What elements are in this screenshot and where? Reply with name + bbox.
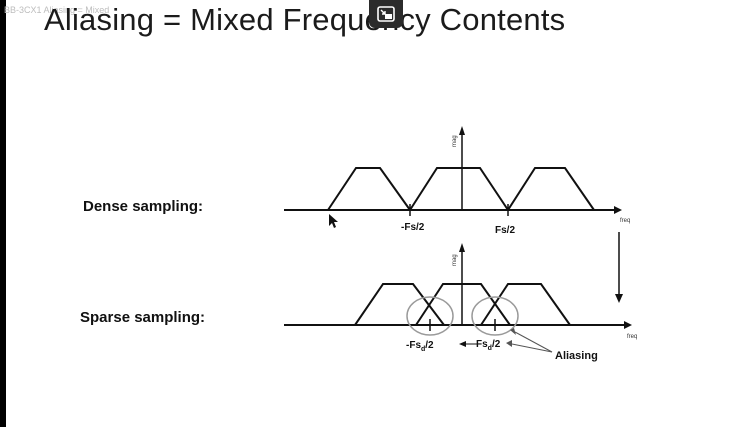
aliasing-region-right: [471, 296, 519, 336]
sparse-tick-label-neg-main: -Fs: [406, 340, 421, 351]
sparse-y-axis-label: mag: [452, 254, 458, 266]
dense-spectrum-left: [327, 167, 411, 211]
sparse-tick-label-neg-tail: /2: [425, 340, 434, 351]
dense-y-arrowhead: [459, 126, 465, 135]
sparse-spectrum-center: [415, 283, 511, 326]
sparse-tick-label-neg: -Fsd/2: [406, 340, 434, 353]
sparse-y-arrowhead: [459, 243, 465, 252]
mouse-cursor-icon: [329, 214, 338, 228]
picture-in-picture-exit-icon: [377, 6, 395, 22]
aliasing-arrow-2: [511, 343, 553, 353]
fsd-pointer-arrowhead: [459, 341, 466, 347]
overlay-caption: BB-3CX1 Aliasing = Mixed: [4, 5, 110, 15]
dense-y-axis-label: mag: [452, 135, 458, 147]
dense-spectrum-center: [409, 167, 509, 211]
dense-tick-label-neg: -Fs/2: [401, 222, 425, 233]
slide-title: Aliasing = Mixed Frequency Contents: [44, 2, 566, 37]
sparse-tick-label-pos-tail: /2: [491, 339, 501, 350]
sparse-x-arrowhead: [624, 321, 632, 329]
sparse-spectrum-right: [480, 283, 571, 326]
window-edge: [0, 0, 6, 427]
dense-spectrum-right: [507, 167, 595, 211]
aliasing-region-left: [406, 296, 454, 336]
sparse-tick-label-pos: Fsd/2: [476, 339, 500, 352]
aliasing-annotation: Aliasing: [555, 350, 598, 362]
sparse-tick-label-neg-sub: d: [421, 346, 426, 353]
sparse-x-axis-label: freq: [627, 334, 637, 340]
aliasing-arrow-1: [514, 331, 553, 353]
dense-tick-label-pos: Fs/2: [495, 225, 516, 236]
dense-x-axis-label: freq: [620, 218, 630, 224]
sparse-sampling-label: Sparse sampling:: [80, 309, 206, 326]
pip-button[interactable]: [369, 0, 403, 28]
dense-x-arrowhead: [614, 206, 622, 214]
sparse-tick-label-pos-sub: d: [487, 345, 492, 352]
dense-sampling-label: Dense sampling:: [83, 198, 204, 215]
sparse-tick-label-pos-main: Fs: [476, 339, 488, 350]
aliasing-arrowhead-2: [506, 340, 512, 347]
transition-arrowhead: [615, 294, 623, 303]
aliasing-arrowhead-1: [510, 328, 516, 335]
